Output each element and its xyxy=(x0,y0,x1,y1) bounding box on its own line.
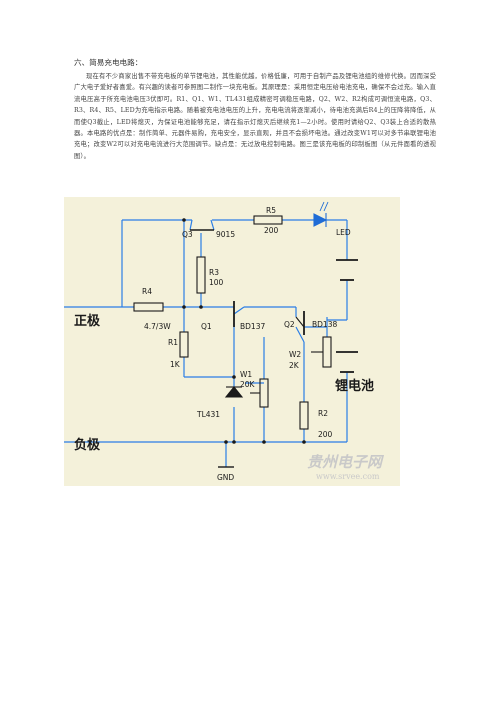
r3-resistor xyxy=(196,256,206,294)
label-r3: R3 xyxy=(209,268,219,277)
r2-resistor xyxy=(299,401,309,430)
label-q3-part: 9015 xyxy=(216,230,235,239)
label-r5: R5 xyxy=(266,206,276,215)
label-w2-value: 2K xyxy=(289,361,300,370)
label-q2-part: BD138 xyxy=(312,320,337,329)
label-r4: R4 xyxy=(142,287,152,296)
body-paragraph: 现在有不少商家出售不带充电板的单节锂电池，其性能优越，价格低廉，可用于自制产品及… xyxy=(74,73,436,160)
label-tl431: TL431 xyxy=(196,410,220,419)
label-r2-value: 200 xyxy=(318,430,333,439)
label-r5-value: 200 xyxy=(264,226,279,235)
label-battery: 锂电池 xyxy=(335,378,374,394)
label-r1: R1 xyxy=(168,338,178,347)
label-w2: W2 xyxy=(289,350,301,359)
junctions xyxy=(182,218,306,444)
r4-resistor xyxy=(133,302,164,312)
label-w1-value: 20K xyxy=(240,380,256,389)
label-negative: 负极 xyxy=(74,437,101,453)
label-positive: 正极 xyxy=(74,313,101,329)
watermark-text: 贵州电子网 xyxy=(307,453,385,471)
label-led: LED xyxy=(336,228,351,237)
label-r2: R2 xyxy=(318,409,328,418)
label-q1-part: BD137 xyxy=(240,322,265,331)
section-heading: 六、简易充电电路： xyxy=(74,58,143,67)
label-r1-value: 1K xyxy=(170,360,181,369)
components xyxy=(133,201,358,468)
w2-potentiometer xyxy=(322,336,332,368)
circuit-figure: 贵州电子网 www.srvee.com Q3 9015 R5 200 LED R… xyxy=(64,197,400,486)
label-q3: Q3 xyxy=(182,230,193,239)
led-symbol xyxy=(313,213,328,227)
label-q2: Q2 xyxy=(284,320,295,329)
wire-q2-emitter xyxy=(295,326,305,343)
tl431-symbol xyxy=(224,386,244,398)
r5-resistor xyxy=(253,215,283,225)
label-q1: Q1 xyxy=(201,322,212,331)
wire-q3-collector xyxy=(189,219,193,231)
wires xyxy=(64,219,348,467)
wire-q3-emitter xyxy=(210,219,215,231)
label-r3-value: 100 xyxy=(209,278,224,287)
label-w1: W1 xyxy=(240,370,252,379)
circuit-diagram: 贵州电子网 www.srvee.com Q3 9015 R5 200 LED R… xyxy=(64,201,385,482)
label-gnd: GND xyxy=(217,473,234,482)
wire-q1-collector xyxy=(233,306,245,315)
watermark-url: www.srvee.com xyxy=(316,472,380,481)
label-r4-value: 4.7/3W xyxy=(144,322,171,331)
r1-resistor xyxy=(179,331,189,358)
